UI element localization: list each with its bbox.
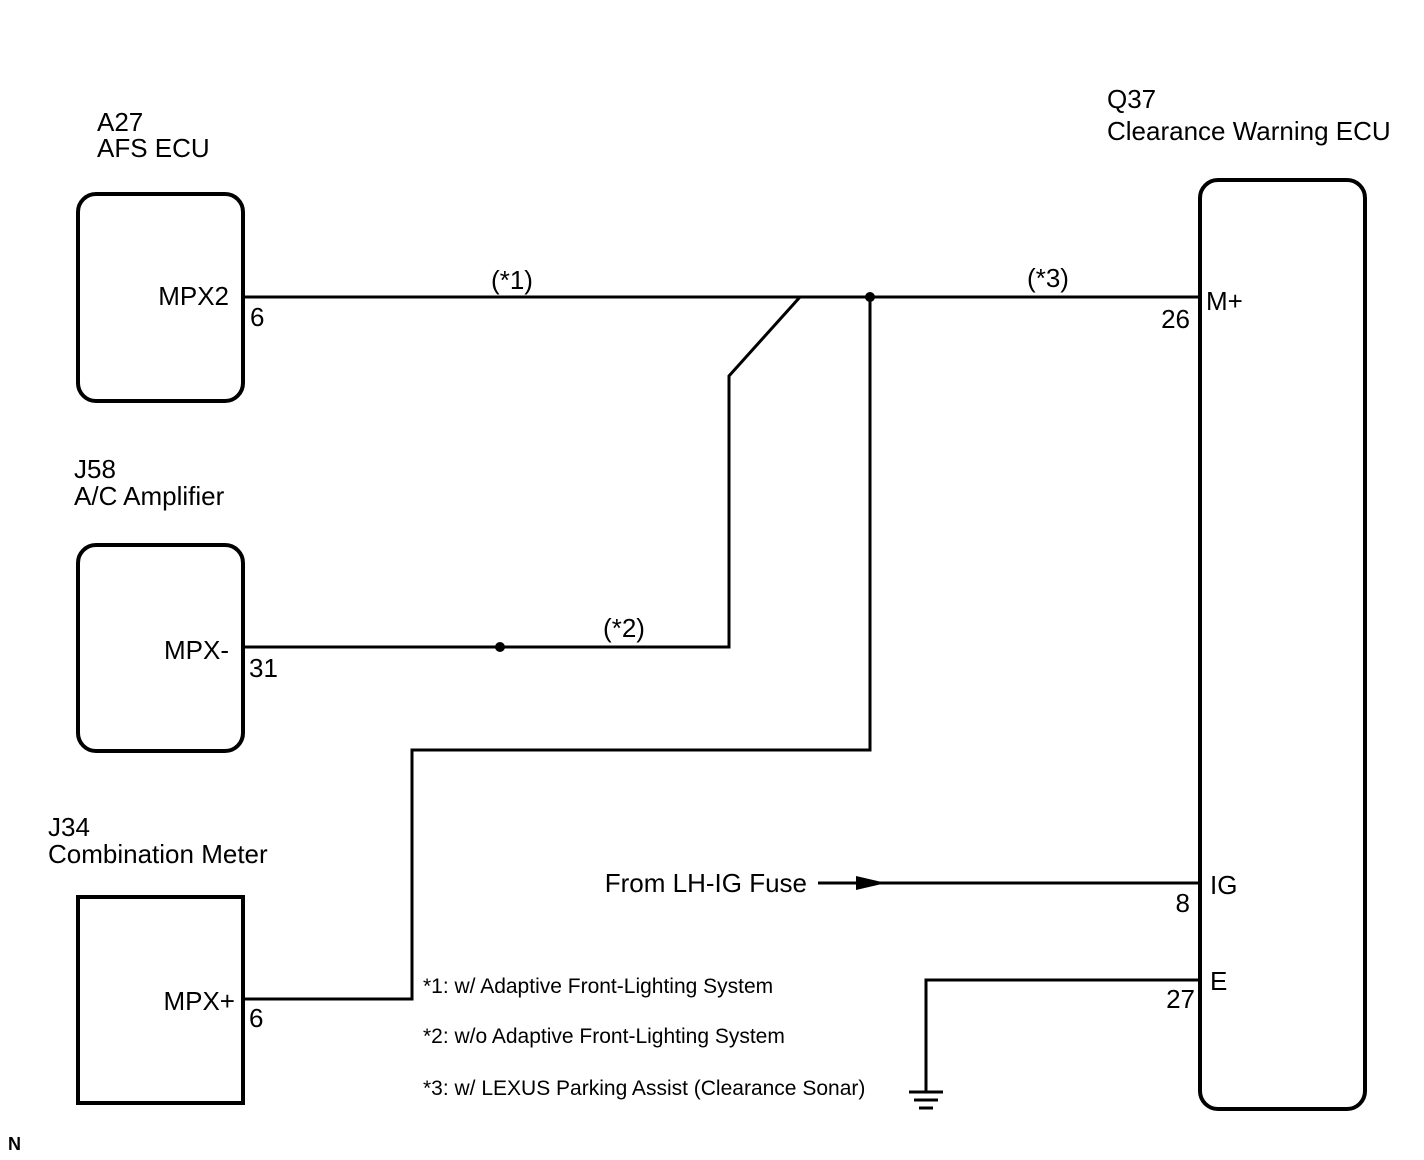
wire-mpx-plus (243, 297, 872, 1001)
combination-meter-code: J34 (48, 812, 90, 842)
clearance-warning-ecu-box (1198, 178, 1367, 1111)
wire-mpx-minus (243, 295, 802, 649)
junction-dot (495, 642, 505, 652)
ecu-terminal-ig: IG (1210, 870, 1237, 900)
afs-ecu-terminal: MPX2 (158, 281, 229, 311)
combination-meter-name: Combination Meter (48, 839, 268, 869)
note-1: *1: w/ Adaptive Front-Lighting System (423, 975, 773, 998)
ecu-terminal-m-plus: M+ (1206, 286, 1243, 316)
wire-ground (924, 978, 1200, 1091)
ecu-terminal-e: E (1210, 966, 1227, 996)
ac-amplifier-code: J58 (74, 454, 116, 484)
junction-dot (865, 292, 875, 302)
clearance-warning-ecu-code: Q37 (1107, 84, 1156, 114)
ecu-pin-26: 26 (1161, 304, 1190, 334)
wire-label-1: (*1) (491, 265, 533, 295)
afs-ecu-code: A27 (97, 107, 143, 137)
ac-amplifier-pin: 31 (249, 653, 278, 683)
ecu-pin-27: 27 (1166, 984, 1195, 1014)
afs-ecu-name: AFS ECU (97, 133, 210, 163)
combination-meter-box (76, 895, 245, 1105)
ac-amplifier-terminal: MPX- (164, 635, 229, 665)
note-3: *3: w/ LEXUS Parking Assist (Clearance S… (423, 1077, 865, 1100)
afs-ecu-pin: 6 (250, 302, 264, 332)
wire-label-2: (*2) (603, 613, 645, 643)
clearance-warning-ecu-name: Clearance Warning ECU (1107, 116, 1391, 146)
ecu-pin-8: 8 (1176, 888, 1190, 918)
corner-mark: N (8, 1134, 21, 1154)
note-2: *2: w/o Adaptive Front-Lighting System (423, 1025, 785, 1048)
ground-icon (909, 1090, 943, 1110)
fuse-source-label: From LH-IG Fuse (605, 868, 807, 898)
combination-meter-pin: 6 (249, 1003, 263, 1033)
combination-meter-terminal: MPX+ (163, 986, 235, 1016)
wire-label-3: (*3) (1027, 263, 1069, 293)
ac-amplifier-name: A/C Amplifier (74, 481, 225, 511)
arrow-right-icon (856, 876, 886, 890)
